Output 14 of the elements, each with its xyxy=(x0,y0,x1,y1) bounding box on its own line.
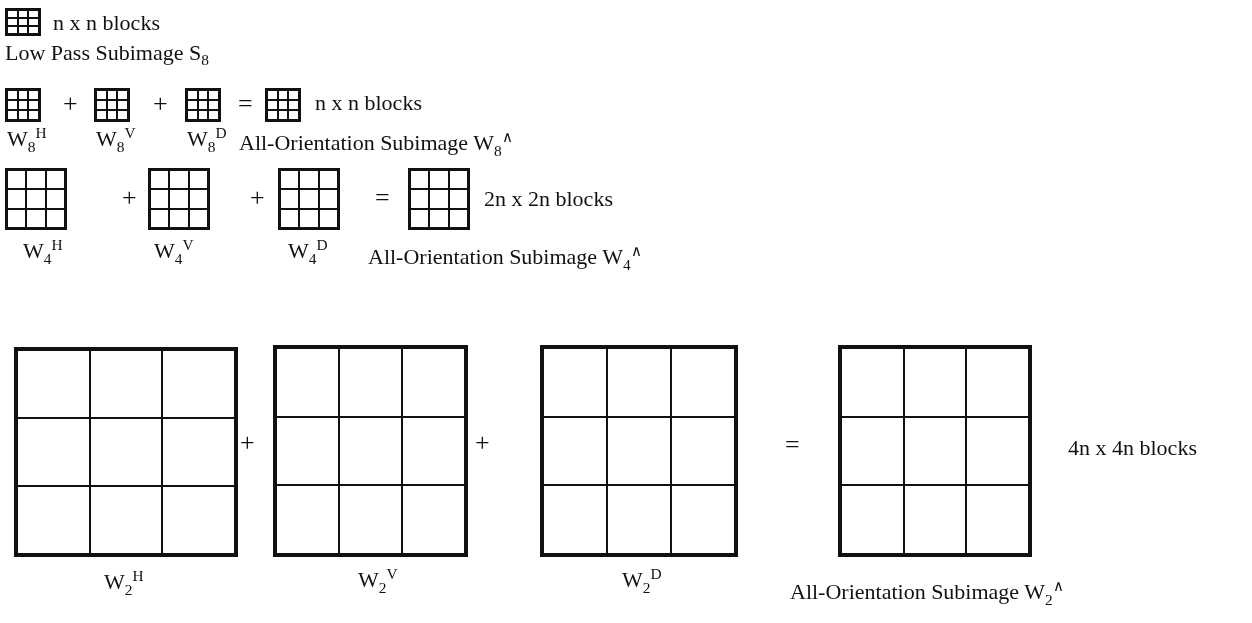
block-size-label: 2n x 2n blocks xyxy=(484,186,613,213)
operator-sign: = xyxy=(375,185,390,211)
operator-sign: = xyxy=(238,91,253,117)
operator-sign: + xyxy=(250,185,265,211)
subimage-title: Low Pass Subimage S$_{8}$ xyxy=(5,40,209,70)
operator-sign: + xyxy=(153,91,168,117)
block-size-label: n x n blocks xyxy=(315,90,422,117)
operator-sign: + xyxy=(63,91,78,117)
operator-sign: + xyxy=(240,430,255,456)
operator-sign: = xyxy=(785,432,800,458)
operator-sign: + xyxy=(122,185,137,211)
block-size-label: 4n x 4n blocks xyxy=(1068,435,1197,462)
block-size-label: n x n blocks xyxy=(53,10,160,37)
operator-sign: + xyxy=(475,430,490,456)
